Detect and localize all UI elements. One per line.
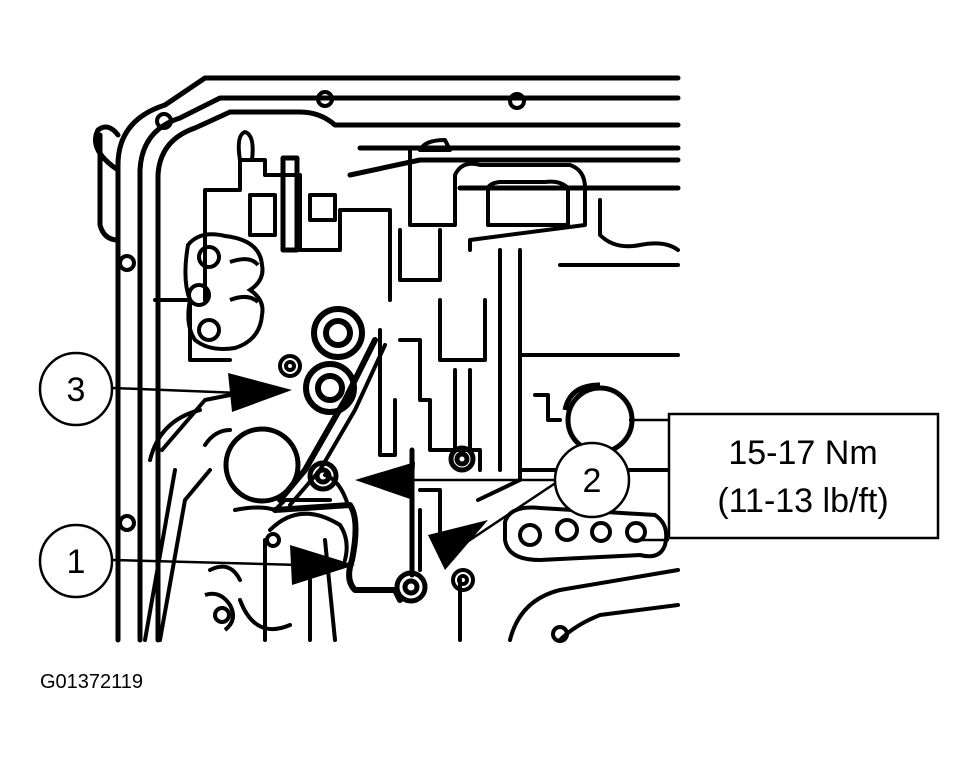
callout-2-number: 2 (583, 462, 602, 500)
torque-spec-box: 15-17 Nm (11-13 lb/ft) (629, 412, 940, 542)
callout-2: 2 (553, 441, 631, 519)
housing-casting (93, 75, 681, 643)
valve-body-detail (143, 130, 680, 642)
small-bolt-top (278, 354, 302, 378)
torque-spec-imperial: (11-13 lb/ft) (717, 482, 888, 520)
arrow-2-lower (428, 520, 488, 570)
callout-3-number: 3 (67, 371, 86, 409)
callout-1-number: 1 (67, 543, 86, 581)
arrow-1 (290, 545, 355, 585)
grommet-cluster-left (183, 232, 265, 351)
arrowheads (228, 373, 488, 585)
large-bore-right (562, 382, 635, 455)
torque-spec-metric: 15-17 Nm (728, 434, 877, 472)
bolt-right-upper (448, 445, 476, 473)
bracket-bolt-lower (394, 570, 428, 604)
leader-lines (112, 386, 561, 567)
arrow-3 (228, 373, 292, 412)
housing-bolt-holes (118, 90, 569, 643)
callout-3: 3 (38, 351, 114, 427)
detent-roller-upper (311, 306, 365, 360)
callout-1: 1 (38, 523, 114, 599)
detent-roller-lower (303, 361, 357, 415)
large-bore-left (223, 426, 301, 504)
bracket-bolt-middle (307, 460, 339, 492)
figure-id: G01372119 (40, 671, 143, 693)
lower-left-clip (204, 532, 281, 632)
grommet-cluster-right (503, 505, 669, 563)
bolt-right-lower (451, 568, 475, 592)
arrow-2-middle (355, 462, 415, 500)
